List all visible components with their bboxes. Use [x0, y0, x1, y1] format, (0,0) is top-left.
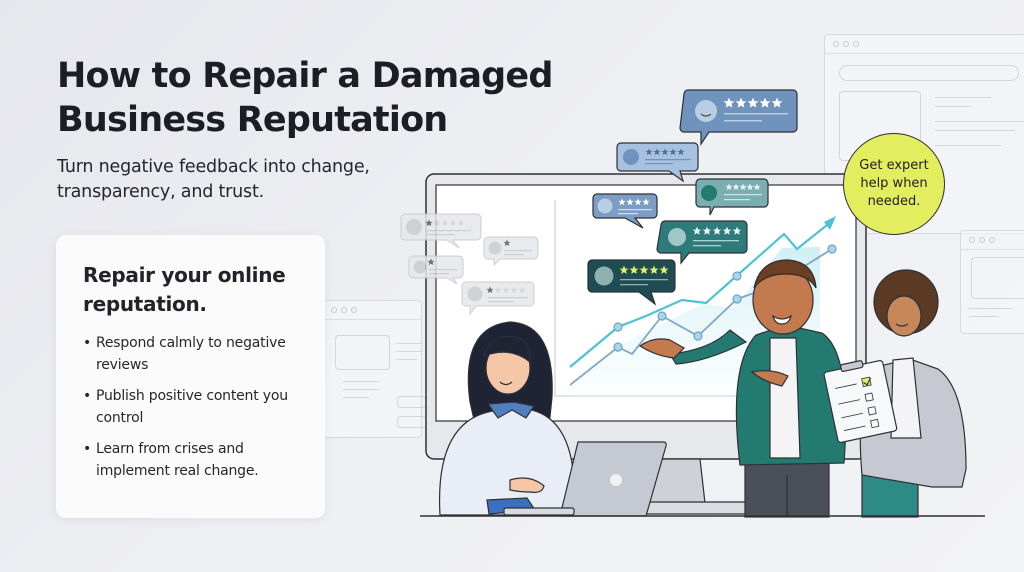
callout-text: Get expert help when needed. — [859, 158, 929, 209]
positive-review-bubble — [679, 89, 798, 146]
person-woman-with-clipboard — [823, 269, 967, 518]
expert-help-callout: Get expert help when needed. — [843, 133, 945, 235]
background-browser-wireframe-left — [322, 300, 427, 438]
negative-review-bubbles — [400, 213, 539, 316]
page-title: How to Repair a Damaged Business Reputat… — [57, 56, 553, 140]
clipboard-icon — [823, 360, 898, 444]
person-man-presenting — [638, 259, 847, 518]
bullet-icon: • — [83, 441, 92, 457]
positive-review-bubbles — [587, 89, 798, 306]
background-browser-wireframe-right — [960, 230, 1024, 334]
positive-review-bubble — [616, 142, 699, 183]
laptop — [503, 441, 667, 517]
positive-review-bubble — [695, 178, 769, 216]
tip-text: Respond calmly to negative reviews — [96, 335, 286, 373]
page-subtitle: Turn negative feedback into change, tran… — [57, 157, 370, 202]
negative-review-bubble — [483, 236, 539, 267]
positive-review-bubble — [656, 220, 748, 265]
bullet-icon: • — [83, 388, 92, 404]
tip-text: Publish positive content you control — [96, 388, 288, 426]
negative-review-bubble — [400, 213, 482, 249]
positive-review-bubble — [592, 193, 658, 229]
negative-review-bubble — [461, 281, 535, 316]
card-title: Repair your online reputation. — [83, 263, 286, 316]
positive-review-bubble — [587, 259, 676, 306]
tips-card: Repair your online reputation. • Respond… — [56, 235, 325, 518]
negative-review-bubble — [408, 255, 464, 285]
tip-item: • Publish positive content you control — [83, 386, 305, 429]
tip-item: • Learn from crises and implement real c… — [83, 439, 305, 482]
tips-list: • Respond calmly to negative reviews • P… — [83, 333, 305, 482]
bullet-icon: • — [83, 335, 92, 351]
tip-text: Learn from crises and implement real cha… — [96, 441, 259, 479]
tip-item: • Respond calmly to negative reviews — [83, 333, 305, 376]
person-woman-with-laptop — [438, 321, 577, 516]
